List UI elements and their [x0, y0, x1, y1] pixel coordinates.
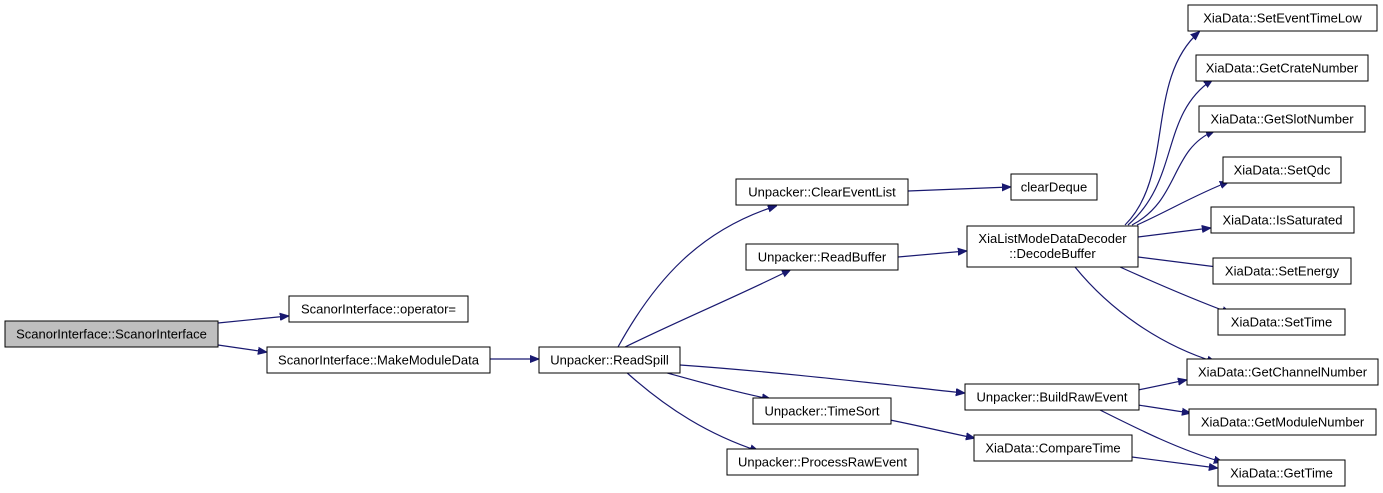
node-xia-data-is-saturated[interactable]: XiaData::IsSaturated — [1210, 206, 1355, 234]
node-xia-data-get-slot-number[interactable]: XiaData::GetSlotNumber — [1198, 105, 1366, 133]
edge-decoder-to-set-event-time-low — [1124, 32, 1199, 226]
node-label: XiaData::SetEnergy — [1225, 264, 1340, 279]
node-scanor-interface-ctor[interactable]: ScanorInterface::ScanorInterface — [4, 320, 219, 348]
edge-read-spill-to-process-raw-event — [624, 370, 758, 451]
edge-read-buffer-to-decoder — [897, 251, 966, 258]
node-scanor-interface-operator[interactable]: ScanorInterface::operator= — [288, 295, 469, 323]
edge-ctor-to-operator — [217, 316, 288, 324]
node-label: XiaData::GetSlotNumber — [1210, 112, 1354, 127]
node-label: XiaData::GetChannelNumber — [1198, 365, 1368, 380]
node-label: ScanorInterface::MakeModuleData — [278, 353, 480, 368]
node-label: Unpacker::TimeSort — [764, 404, 879, 419]
node-label: Unpacker::ClearEventList — [748, 185, 896, 200]
node-xia-data-get-module-number[interactable]: XiaData::GetModuleNumber — [1188, 408, 1377, 436]
node-label: XiaData::IsSaturated — [1223, 213, 1343, 228]
edge-decoder-to-get-channel-number — [1074, 266, 1215, 362]
node-label: XiaData::SetTime — [1231, 315, 1332, 330]
node-xia-data-set-energy[interactable]: XiaData::SetEnergy — [1212, 257, 1352, 285]
node-label: ScanorInterface::ScanorInterface — [16, 327, 207, 342]
node-clear-deque[interactable]: clearDeque — [1010, 173, 1098, 201]
node-label: XiaData::CompareTime — [985, 441, 1120, 456]
node-xia-data-set-qdc[interactable]: XiaData::SetQdc — [1222, 156, 1342, 184]
edge-decoder-to-is-saturated — [1137, 228, 1210, 238]
node-xia-data-get-channel-number[interactable]: XiaData::GetChannelNumber — [1186, 358, 1379, 386]
node-xia-list-mode-data-decoder-decode-buffer[interactable]: XiaListModeDataDecoder ::DecodeBuffer — [966, 225, 1139, 268]
node-xia-data-set-time[interactable]: XiaData::SetTime — [1217, 308, 1346, 336]
edge-decoder-to-set-qdc — [1136, 182, 1228, 226]
node-unpacker-read-spill[interactable]: Unpacker::ReadSpill — [538, 346, 681, 374]
edge-compare-time-to-get-time — [1131, 456, 1217, 468]
node-xia-data-compare-time[interactable]: XiaData::CompareTime — [973, 434, 1133, 462]
edge-ctor-to-make-module-data — [217, 344, 266, 352]
edge-decoder-to-get-crate-number — [1127, 80, 1212, 226]
node-label-line-2: ::DecodeBuffer — [1009, 246, 1096, 261]
node-label: ScanorInterface::operator= — [301, 302, 456, 317]
node-label-line-1: XiaListModeDataDecoder — [978, 231, 1127, 246]
node-xia-data-get-crate-number[interactable]: XiaData::GetCrateNumber — [1195, 54, 1369, 82]
edge-read-spill-to-time-sort — [659, 370, 770, 399]
edge-decoder-to-set-energy — [1137, 256, 1225, 268]
node-unpacker-read-buffer[interactable]: Unpacker::ReadBuffer — [745, 243, 899, 271]
node-label: clearDeque — [1021, 180, 1088, 195]
node-label: Unpacker::BuildRawEvent — [976, 390, 1127, 405]
edge-clear-event-list-to-clear-deque — [907, 187, 1010, 192]
node-label: XiaData::SetQdc — [1234, 163, 1331, 178]
node-xia-data-set-event-time-low[interactable]: XiaData::SetEventTimeLow — [1187, 4, 1378, 32]
node-label: XiaData::SetEventTimeLow — [1203, 11, 1362, 26]
edge-read-spill-to-clear-event-list — [617, 206, 776, 348]
edge-build-raw-event-to-get-module-number — [1137, 404, 1190, 413]
edge-time-sort-to-compare-time — [889, 419, 974, 438]
edge-decoder-to-get-slot-number — [1131, 131, 1214, 226]
node-label: Unpacker::ReadSpill — [550, 353, 669, 368]
edges — [217, 32, 1230, 468]
node-unpacker-process-raw-event[interactable]: Unpacker::ProcessRawEvent — [726, 448, 919, 476]
node-unpacker-clear-event-list[interactable]: Unpacker::ClearEventList — [735, 178, 909, 206]
node-label: XiaData::GetCrateNumber — [1206, 61, 1359, 76]
node-label: XiaData::GetModuleNumber — [1201, 415, 1365, 430]
node-label: XiaData::GetTime — [1230, 466, 1333, 481]
node-label: Unpacker::ReadBuffer — [758, 250, 887, 265]
node-xia-data-get-time[interactable]: XiaData::GetTime — [1217, 459, 1346, 487]
node-scanor-interface-make-module-data[interactable]: ScanorInterface::MakeModuleData — [266, 346, 491, 374]
node-unpacker-time-sort[interactable]: Unpacker::TimeSort — [752, 397, 892, 425]
edge-build-raw-event-to-get-time — [1099, 409, 1222, 462]
node-unpacker-build-raw-event[interactable]: Unpacker::BuildRawEvent — [964, 383, 1140, 411]
edge-build-raw-event-to-get-channel-number — [1137, 380, 1186, 391]
node-label: Unpacker::ProcessRawEvent — [738, 455, 907, 470]
edge-read-spill-to-read-buffer — [624, 270, 790, 348]
edge-read-spill-to-build-raw-event — [679, 364, 964, 393]
